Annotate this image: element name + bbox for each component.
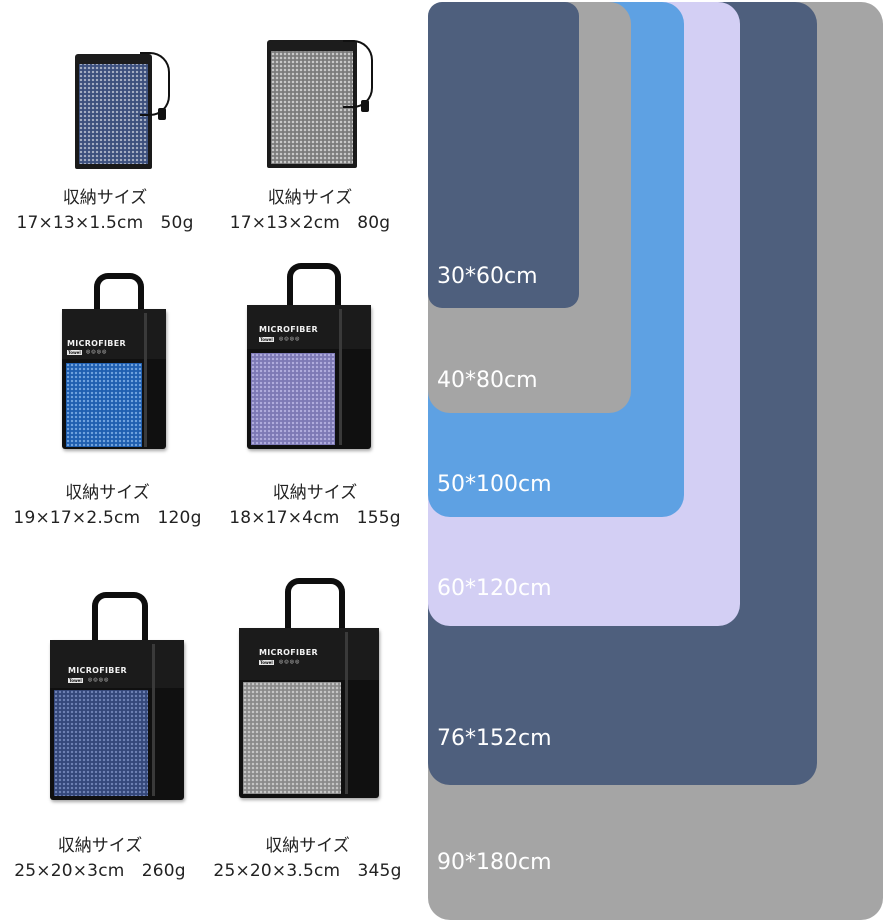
- caption-title: 収納サイズ: [272, 483, 358, 503]
- care-icons: ◎◎◎◎: [279, 659, 301, 665]
- size-label: 30*60cm: [437, 264, 538, 289]
- caption-dims: 25×20×3.5cm 345g: [213, 861, 402, 881]
- product-item-4: MICROFIBER Towel ◎◎◎◎ 収納サイズ 18×17×4cm 15…: [215, 255, 415, 535]
- caption-dims: 25×20×3cm 260g: [14, 861, 186, 881]
- brand-text: MICROFIBER: [259, 648, 318, 657]
- caption-title: 収納サイズ: [57, 836, 143, 856]
- caption-title: 収納サイズ: [65, 483, 150, 503]
- caption-dims: 19×17×2.5cm 120g: [13, 508, 202, 528]
- drawstring-pouch-image: [263, 38, 383, 168]
- handbag-pouch-image: MICROFIBER Towel ◎◎◎◎: [239, 576, 389, 802]
- handbag-pouch-image: MICROFIBER Towel ◎◎◎◎: [247, 261, 377, 451]
- size-label: 90*180cm: [437, 850, 552, 875]
- caption-dims: 18×17×4cm 155g: [229, 508, 401, 528]
- brand-text: MICROFIBER: [259, 325, 318, 334]
- brand-text: MICROFIBER: [67, 339, 126, 348]
- product-item-2: 収納サイズ 17×13×2cm 80g: [205, 0, 415, 250]
- brand-tag: Towel: [259, 337, 274, 342]
- care-icons: ◎◎◎◎: [279, 336, 301, 342]
- product-caption: 収納サイズ 17×13×1.5cm 50g: [0, 186, 210, 236]
- size-label: 50*100cm: [437, 472, 552, 497]
- caption-title: 収納サイズ: [267, 188, 353, 208]
- size-label: 76*152cm: [437, 726, 552, 751]
- brand-tag: Towel: [259, 660, 274, 665]
- size-label: 40*80cm: [437, 368, 538, 393]
- handbag-pouch-image: MICROFIBER Towel ◎◎◎◎: [62, 273, 172, 453]
- caption-title: 収納サイズ: [62, 188, 148, 208]
- product-item-5: MICROFIBER Towel ◎◎◎◎ 収納サイズ 25×20×3cm 26…: [0, 580, 200, 910]
- handbag-pouch-image: MICROFIBER Towel ◎◎◎◎: [50, 590, 190, 800]
- brand-text: MICROFIBER: [68, 666, 127, 675]
- product-item-6: MICROFIBER Towel ◎◎◎◎ 収納サイズ 25×20×3.5cm …: [195, 572, 420, 910]
- size-panel-30x60: 30*60cm: [428, 2, 579, 308]
- care-icons: ◎◎◎◎: [88, 677, 110, 683]
- product-caption: 収納サイズ 19×17×2.5cm 120g: [0, 481, 215, 531]
- product-item-3: MICROFIBER Towel ◎◎◎◎ 収納サイズ 19×17×2.5cm …: [0, 255, 215, 535]
- caption-dims: 17×13×2cm 80g: [229, 213, 391, 233]
- drawstring-pouch-image: [70, 50, 180, 170]
- brand-tag: Towel: [67, 350, 82, 355]
- care-icons: ◎◎◎◎: [86, 349, 108, 355]
- product-caption: 収納サイズ 25×20×3.5cm 345g: [195, 834, 420, 884]
- product-caption: 収納サイズ 17×13×2cm 80g: [205, 186, 415, 236]
- product-caption: 収納サイズ 25×20×3cm 260g: [0, 834, 200, 884]
- product-item-1: 収納サイズ 17×13×1.5cm 50g: [0, 0, 210, 250]
- caption-dims: 17×13×1.5cm 50g: [16, 213, 194, 233]
- product-caption: 収納サイズ 18×17×4cm 155g: [215, 481, 415, 531]
- size-label: 60*120cm: [437, 576, 552, 601]
- brand-tag: Towel: [68, 678, 83, 683]
- caption-title: 収納サイズ: [265, 836, 350, 856]
